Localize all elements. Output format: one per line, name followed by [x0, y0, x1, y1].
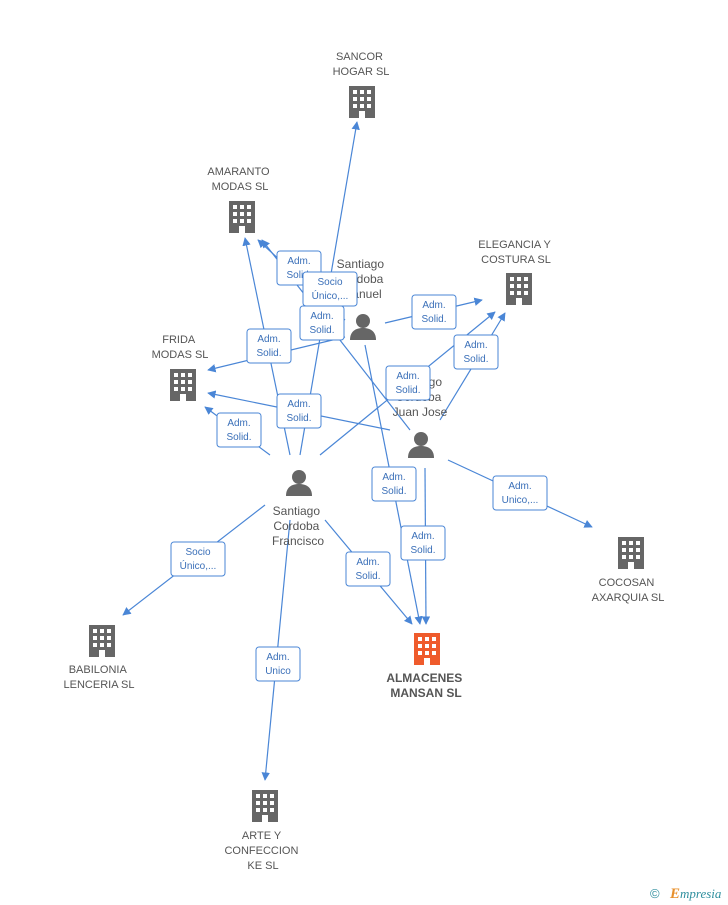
brand-logo: © Empresia — [650, 886, 722, 902]
svg-text:Adm.Solid.: Adm.Solid. — [410, 531, 435, 556]
svg-text:Adm.Solid.: Adm.Solid. — [355, 557, 380, 582]
edge-label[interactable]: Adm.Solid. — [246, 328, 292, 364]
building-icon — [170, 369, 196, 401]
company-label-elegancia: ELEGANCIA Y COSTURA SL — [478, 239, 553, 266]
company-label-cocosan: COCOSAN AXARQUIA SL — [592, 577, 665, 604]
company-sancor[interactable] — [349, 86, 375, 118]
company-label-arte: ARTE Y CONFECCION KE SL — [224, 830, 301, 872]
svg-text:Adm.Unico,...: Adm.Unico,... — [502, 481, 539, 506]
company-label-frida: FRIDA MODAS SL — [152, 334, 209, 361]
company-label-babilonia: BABILONIA LENCERIA SL — [64, 664, 135, 691]
edge-label[interactable]: Adm.Solid. — [371, 466, 417, 502]
edge-label[interactable]: Adm.Solid. — [400, 525, 446, 561]
brand-name: Empresia — [669, 886, 722, 902]
company-label-almacenes: ALMACENES MANSAN SL — [386, 671, 465, 700]
person-label-francisco: Santiago Cordoba Francisco — [272, 504, 324, 548]
building-icon — [229, 201, 255, 233]
copyright-symbol: © — [650, 886, 660, 901]
edge-label[interactable]: Adm.Solid. — [385, 365, 431, 401]
svg-text:Adm.Solid.: Adm.Solid. — [286, 256, 311, 281]
company-elegancia[interactable] — [506, 273, 532, 305]
edges — [122, 121, 593, 781]
svg-text:Adm.Unico: Adm.Unico — [265, 652, 291, 677]
person-juanjose[interactable] — [408, 432, 434, 458]
svg-text:Adm.Solid.: Adm.Solid. — [463, 340, 488, 365]
svg-text:Adm.Solid.: Adm.Solid. — [256, 334, 281, 359]
edge-label[interactable]: Adm.Solid. — [345, 551, 391, 587]
edge-label[interactable]: Adm.Solid. — [216, 412, 262, 448]
building-icon — [506, 273, 532, 305]
company-frida[interactable] — [170, 369, 196, 401]
building-icon — [618, 537, 644, 569]
person-icon — [286, 470, 312, 496]
person-manuel[interactable] — [350, 314, 376, 340]
svg-text:Adm.Solid.: Adm.Solid. — [286, 399, 311, 424]
company-arte[interactable] — [252, 790, 278, 822]
edge-label[interactable]: Adm.Unico — [255, 646, 301, 682]
svg-text:Adm.Solid.: Adm.Solid. — [309, 311, 334, 336]
building-icon — [414, 633, 440, 665]
company-cocosan[interactable] — [618, 537, 644, 569]
company-babilonia[interactable] — [89, 625, 115, 657]
svg-text:Adm.Solid.: Adm.Solid. — [421, 300, 446, 325]
person-icon — [350, 314, 376, 340]
company-amaranto[interactable] — [229, 201, 255, 233]
building-icon — [252, 790, 278, 822]
building-icon — [349, 86, 375, 118]
company-label-amaranto: AMARANTO MODAS SL — [207, 166, 272, 193]
edge-label[interactable]: Adm.Unico,... — [492, 475, 548, 511]
edge-label[interactable]: Adm.Solid. — [276, 393, 322, 429]
building-icon — [89, 625, 115, 657]
svg-text:Adm.Solid.: Adm.Solid. — [381, 472, 406, 497]
person-icon — [408, 432, 434, 458]
edge-label[interactable]: Adm.Solid. — [411, 294, 457, 330]
svg-text:Adm.Solid.: Adm.Solid. — [226, 418, 251, 443]
edge-label[interactable]: Adm.Solid. — [453, 334, 499, 370]
company-label-sancor: SANCOR HOGAR SL — [333, 51, 390, 78]
company-almacenes[interactable] — [414, 633, 440, 665]
person-francisco[interactable] — [286, 470, 312, 496]
svg-text:Adm.Solid.: Adm.Solid. — [395, 371, 420, 396]
edge-label[interactable]: Adm.Solid. — [299, 305, 345, 341]
